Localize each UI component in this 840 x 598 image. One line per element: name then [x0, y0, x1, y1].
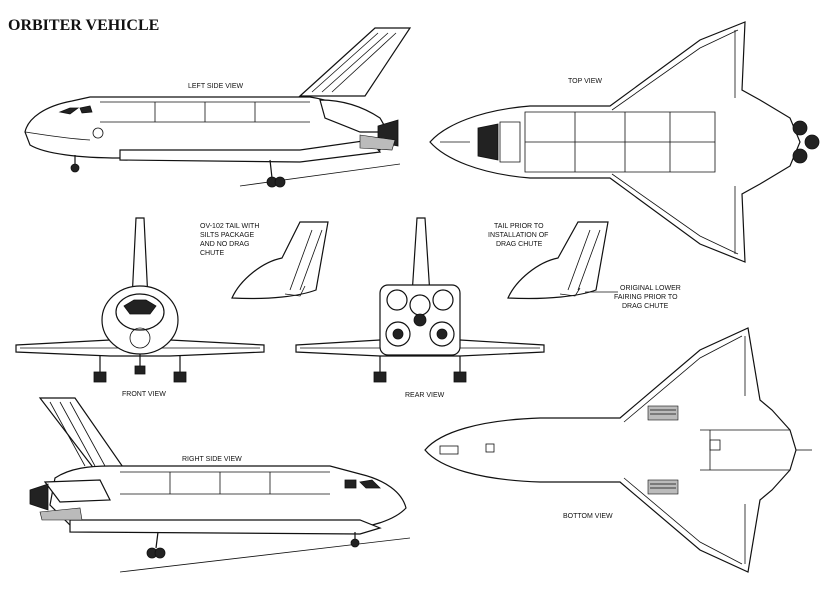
ov102-note-line-3: AND NO DRAG — [200, 241, 249, 248]
ov102-note-line-2: SILTS PACKAGE — [200, 232, 255, 239]
rear-view-gear — [373, 356, 467, 383]
top-view-label: TOP VIEW — [568, 78, 602, 85]
bottom-view-label: BOTTOM VIEW — [563, 513, 613, 520]
ov102-tail-detail: OV-102 TAIL WITH SILTS PACKAGE AND NO DR… — [200, 221, 329, 300]
rear-view: REAR VIEW — [295, 217, 545, 399]
landing-gear-main — [266, 159, 286, 188]
right-side-view-label: RIGHT SIDE VIEW — [182, 456, 242, 463]
rear-view-label: REAR VIEW — [405, 392, 445, 399]
tail-prior-line-2: INSTALLATION OF — [488, 232, 548, 239]
landing-gear-front — [70, 155, 80, 173]
ov102-note-line-1: OV-102 TAIL WITH — [200, 223, 259, 230]
left-side-view-label: LEFT SIDE VIEW — [188, 83, 243, 90]
bottom-view: BOTTOM VIEW — [424, 327, 812, 573]
tail-prior-line-3: DRAG CHUTE — [496, 241, 543, 248]
front-view: FRONT VIEW — [15, 217, 265, 398]
tail-prior-detail: TAIL PRIOR TO INSTALLATION OF DRAG CHUTE… — [488, 221, 681, 310]
ov102-note-line-4: CHUTE — [200, 250, 224, 257]
original-fairing-line-2: FAIRING PRIOR TO — [614, 294, 678, 301]
right-side-view: RIGHT SIDE VIEW — [29, 397, 411, 573]
tail-prior-line-1: TAIL PRIOR TO — [494, 223, 544, 230]
front-view-label: FRONT VIEW — [122, 391, 166, 398]
right-side-gear — [146, 531, 360, 559]
top-view: TOP VIEW — [429, 21, 820, 263]
original-fairing-line-1: ORIGINAL LOWER — [620, 285, 681, 292]
front-view-gear — [93, 354, 187, 383]
original-fairing-line-3: DRAG CHUTE — [622, 303, 669, 310]
left-side-view: LEFT SIDE VIEW — [24, 27, 412, 188]
diagram-title: ORBITER VEHICLE — [8, 17, 159, 34]
